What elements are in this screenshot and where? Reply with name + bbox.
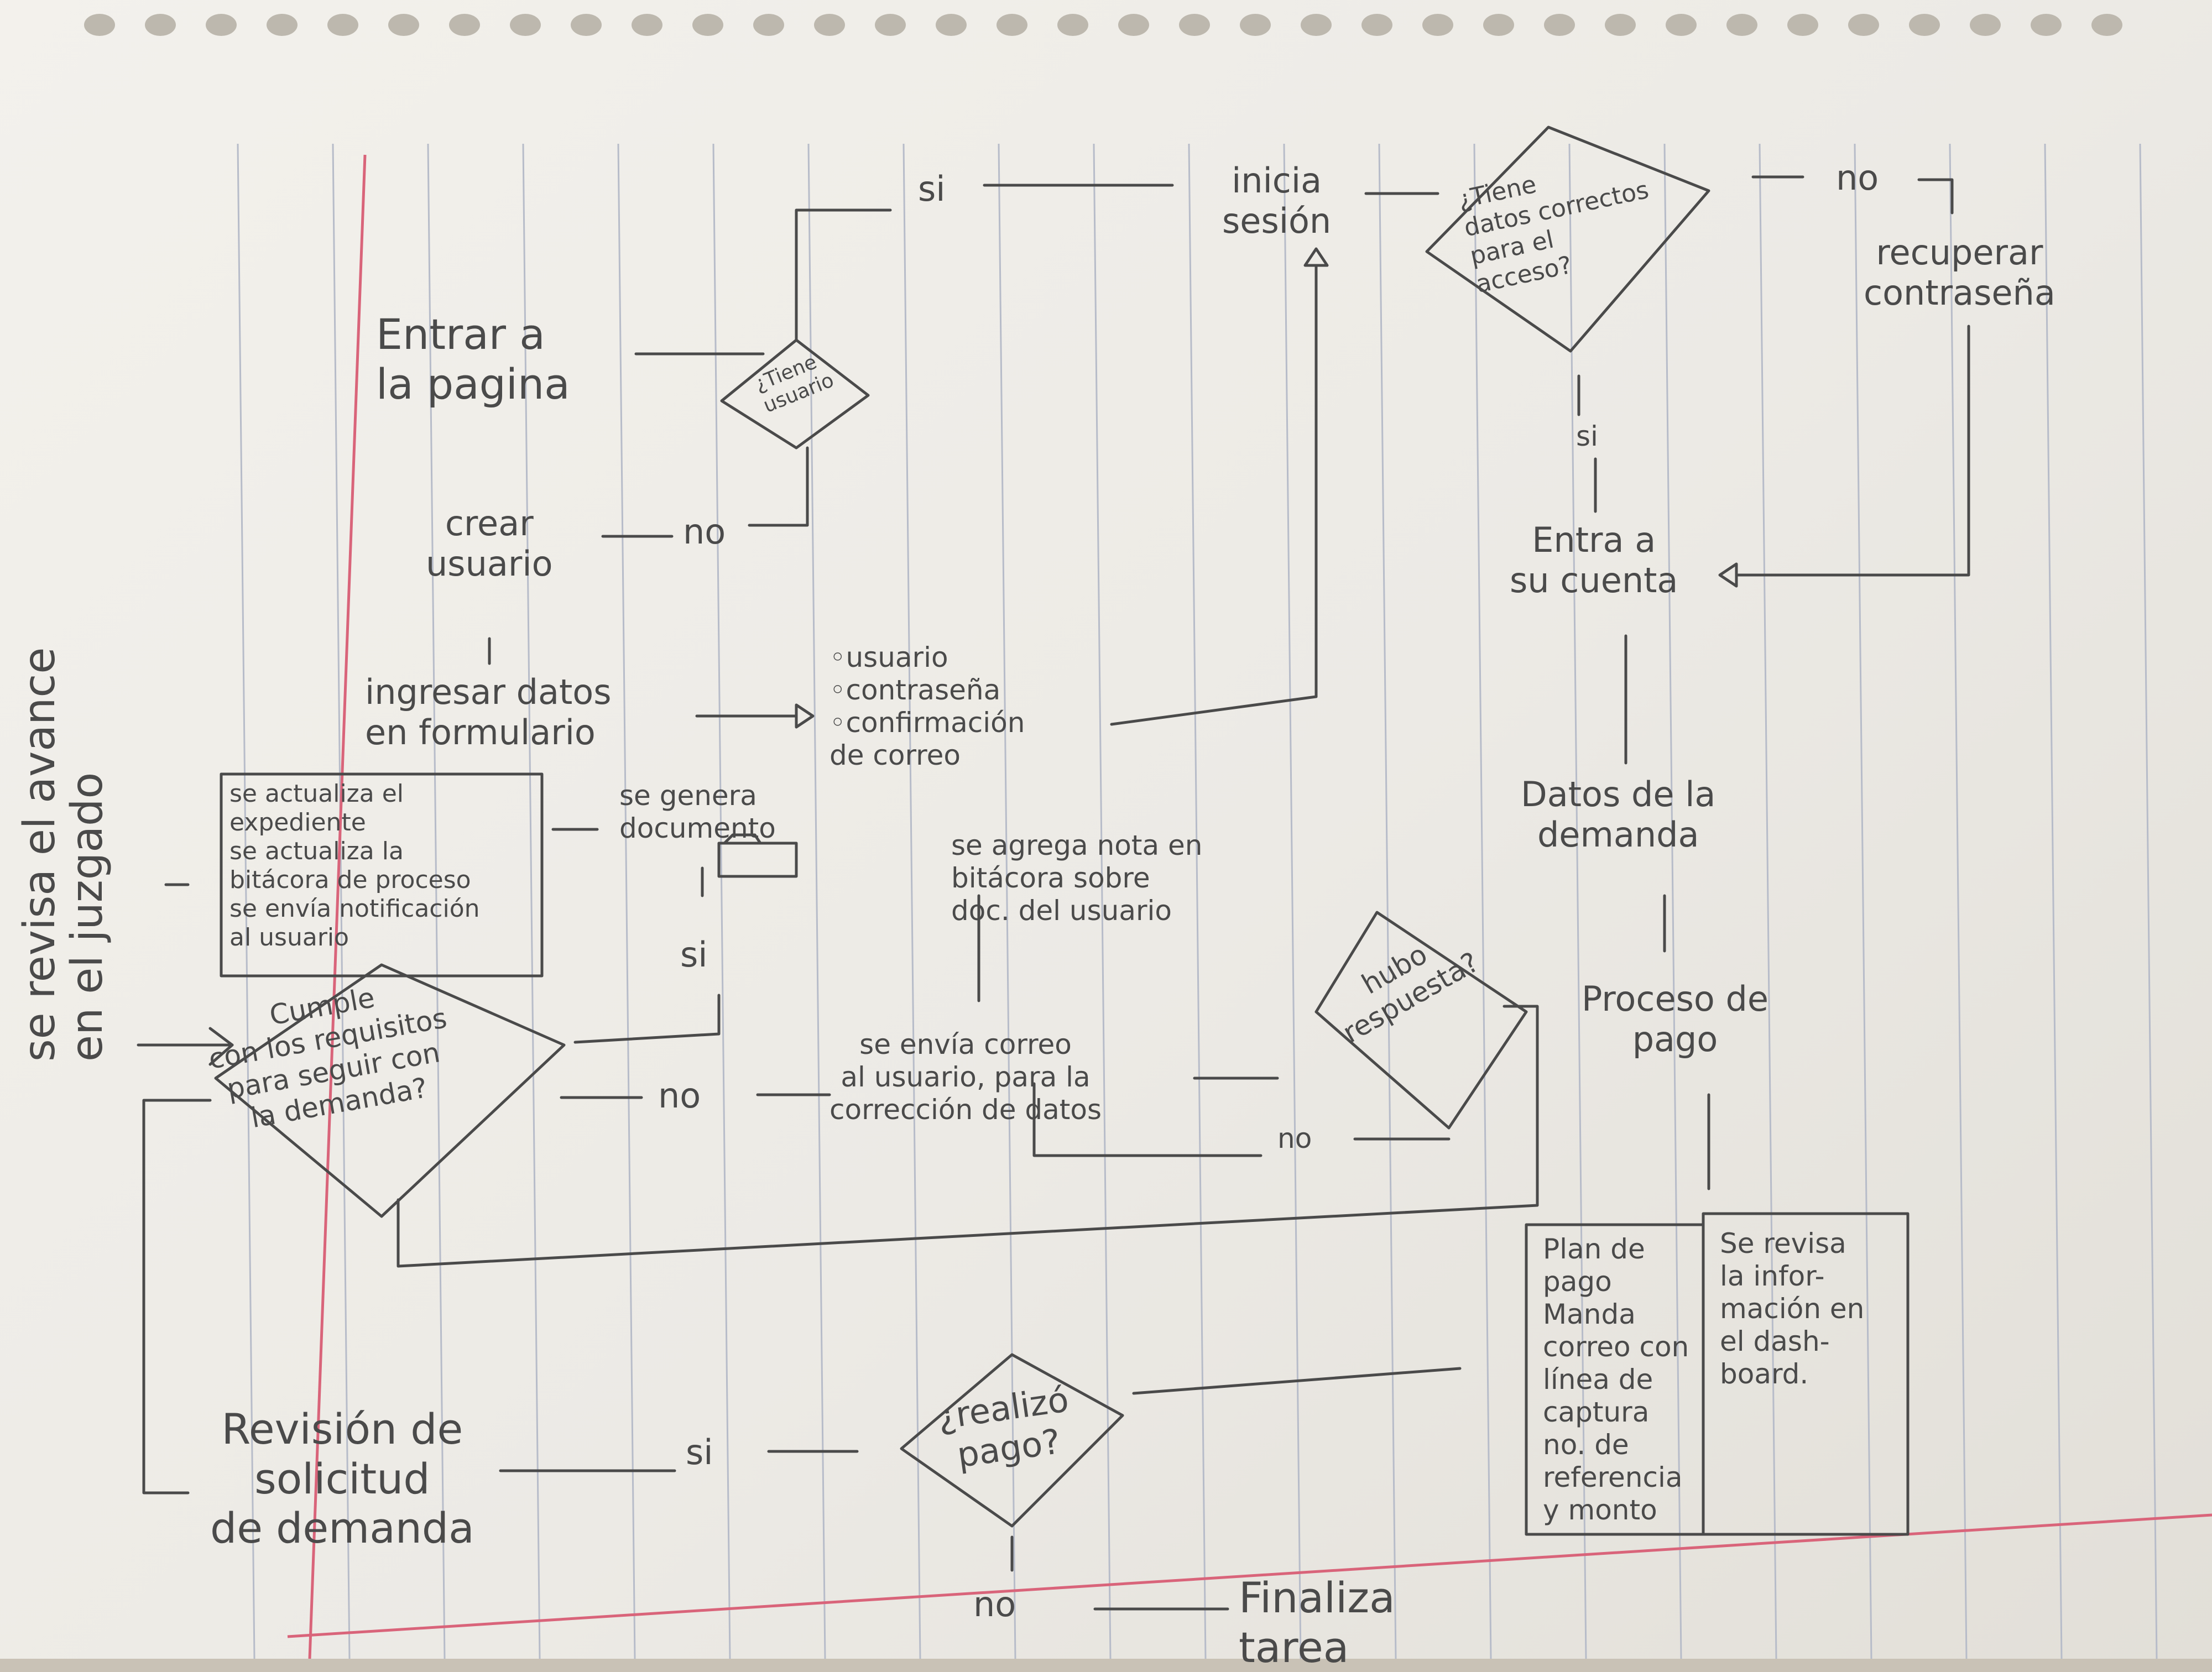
binder-hole [327,14,358,36]
ruled-line [1949,143,1968,1659]
recuperar-contrasena-node: recuperar contraseña [1864,232,2056,314]
ruled-line [1663,143,1682,1659]
datos-demanda-node: Datos de la demanda [1521,774,1716,855]
binder-hole [1544,14,1575,36]
ingresar-datos-node: ingresar datos en formulario [365,672,612,753]
inicia-sesion-node: inicia sesión [1222,160,1332,242]
binder-hole [145,14,176,36]
ruled-line [1473,143,1492,1659]
ruled-line [1188,143,1207,1659]
binder-hole [388,14,419,36]
finaliza-node: Finaliza tarea [1239,1573,1395,1672]
binder-hole [1179,14,1210,36]
binder-hole [632,14,662,36]
document-icon [717,842,798,878]
binder-hole [875,14,906,36]
binder-hole [571,14,602,36]
revision-solicitud-node: Revisión de solicitud de demanda [210,1404,474,1553]
binder-hole [814,14,845,36]
binder-hole [1483,14,1514,36]
binder-hole [1118,14,1149,36]
binder-hole [1970,14,2001,36]
binder-hole [1787,14,1818,36]
binder-hole [997,14,1027,36]
se-agrega-nota-node: se agrega nota en bitácora sobre doc. de… [951,829,1203,927]
si-datos-label: si [1576,420,1598,452]
si-top-label: si [918,169,946,209]
no-pago-label: no [973,1584,1016,1624]
binder-hole [1422,14,1453,36]
ruled-line [807,143,826,1659]
entra-cuenta-node: Entra a su cuenta [1510,520,1678,601]
binder-hole [510,14,541,36]
no-cumple-label: no [658,1075,701,1116]
proceso-pago-node: Proceso de pago [1582,979,1769,1060]
binder-hole [1605,14,1636,36]
binder-hole [84,14,115,36]
binder-hole [1909,14,1940,36]
ruled-line [998,143,1016,1659]
binder-hole [1240,14,1271,36]
binder-hole [692,14,723,36]
diamond-tiene-usuario [720,338,870,450]
ruled-line [1378,143,1397,1659]
ruled-line [617,143,636,1659]
ruled-line [1854,143,1872,1659]
entrar-pagina-node: Entrar a la pagina [376,310,570,409]
ruled-line [522,143,541,1659]
ruled-line [1759,143,1777,1659]
box-se-actualiza [220,772,544,978]
binder-hole [2031,14,2062,36]
no-crear-label: no [683,511,726,552]
diamond-cumple-requisitos [214,963,566,1218]
ruled-line [237,143,255,1659]
binder-hole [936,14,967,36]
ruled-line [427,143,446,1659]
no-respuesta-label: no [1277,1122,1312,1154]
se-genera-documento-node: se genera documento [619,780,776,844]
binder-hole [449,14,480,36]
plan-pago-node: Plan de pago Manda correo con línea de c… [1543,1233,1689,1526]
binder-hole [1726,14,1757,36]
box-se-revisa-info [1702,1212,1910,1536]
ruled-line [902,143,921,1659]
ruled-line [1283,143,1302,1659]
diamond-hubo-respuesta [1314,911,1528,1130]
binder-hole [753,14,784,36]
ruled-line [712,143,731,1659]
binder-hole [1301,14,1332,36]
campos-formulario-node: ◦usuario ◦contraseña ◦confirmación de co… [830,641,1025,771]
binder-hole [1666,14,1697,36]
binder-hole [2091,14,2122,36]
binder-hole [1361,14,1392,36]
ruled-line [2139,143,2158,1659]
binder-hole [1057,14,1088,36]
se-revisa-avance-node: se revisa el avance en el juzgado [15,647,112,1062]
diamond-realizo-pago [900,1353,1124,1528]
ruled-line [1568,143,1587,1659]
crear-usuario-node: crear usuario [426,503,553,584]
ruled-line [332,143,351,1659]
si-pago-label: si [686,1432,713,1472]
no-datos-label: no [1836,158,1879,198]
diamond-datos-correctos [1425,126,1710,353]
si-cumple-label: si [680,934,708,975]
binder-hole [267,14,298,36]
se-revisa-info-node: Se revisa la infor- mación en el dash- b… [1720,1227,1865,1390]
binder-hole [1848,14,1879,36]
margin-line [308,154,367,1659]
se-actualiza-node: se actualiza el expediente se actualiza … [229,780,480,952]
binder-hole [206,14,237,36]
ruled-line [2044,143,2063,1659]
se-envia-correo-node: se envía correo al usuario, para la corr… [830,1028,1102,1126]
